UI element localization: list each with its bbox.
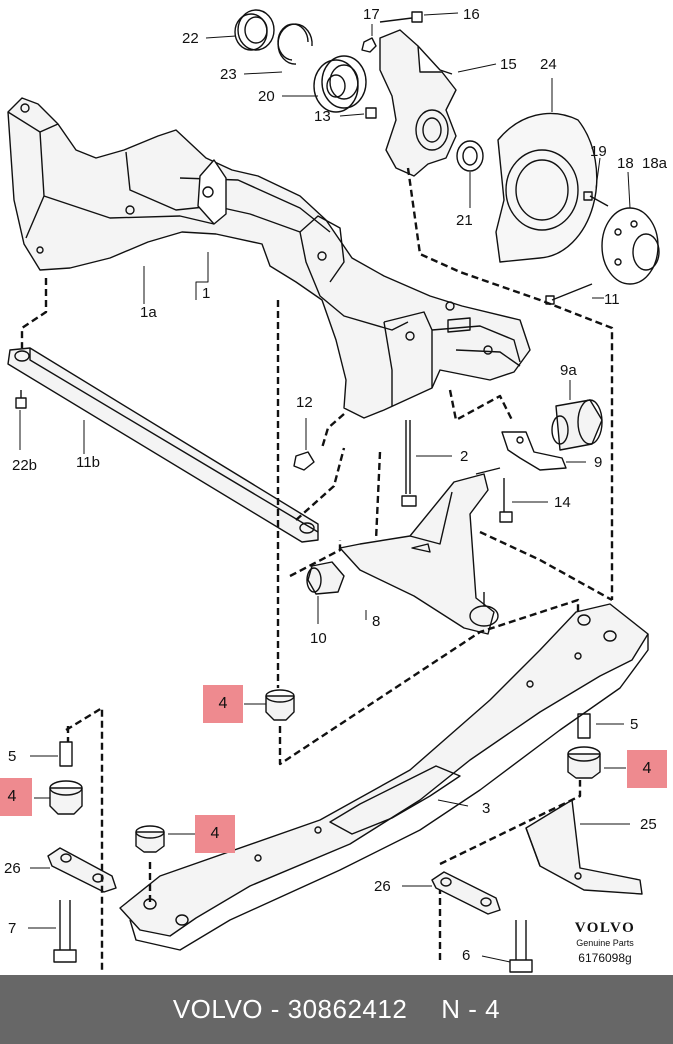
callout-1: 1 xyxy=(202,285,210,302)
callout-6: 6 xyxy=(462,947,470,964)
callout-12: 12 xyxy=(296,394,313,411)
callout-20: 20 xyxy=(258,88,275,105)
spacer-right-5 xyxy=(577,713,591,739)
callout-11: 11 xyxy=(604,291,620,308)
callout-5-left: 5 xyxy=(8,748,16,765)
bolt-14 xyxy=(499,478,513,523)
callout-17: 17 xyxy=(363,6,380,23)
callout-22b: 22b xyxy=(12,457,37,474)
plate-left-26 xyxy=(47,847,117,893)
callout-16: 16 xyxy=(463,6,480,23)
callout-15: 15 xyxy=(500,56,517,73)
callout-22: 22 xyxy=(182,30,199,47)
footer-bar: VOLVO - 30862412 N - 4 xyxy=(0,975,673,1044)
callout-9a: 9a xyxy=(560,362,577,379)
rubber-mount-center-4 xyxy=(135,825,165,853)
callout-1a: 1a xyxy=(140,304,157,321)
callout-10: 10 xyxy=(310,630,327,647)
highlight-4-right: 4 xyxy=(627,750,667,788)
bolt-2 xyxy=(401,420,417,507)
callout-2: 2 xyxy=(460,448,468,465)
highlight-4-center: 4 xyxy=(195,815,235,853)
bolt-16 xyxy=(379,11,423,23)
wheel-bearing-20 xyxy=(313,55,367,113)
volvo-logo: VOLVO xyxy=(574,920,636,936)
bracket-25 xyxy=(525,799,643,895)
drawing-code: 6176098g xyxy=(578,951,632,965)
genuine-parts-label: Genuine Parts xyxy=(576,938,634,948)
support-member-3 xyxy=(119,603,649,951)
front-subframe xyxy=(7,97,531,419)
bracket-9 xyxy=(501,431,567,471)
seal-21 xyxy=(456,140,484,172)
circlip-23 xyxy=(277,23,313,65)
nut-13 xyxy=(365,107,377,119)
callout-24: 24 xyxy=(540,56,557,73)
control-arm-8 xyxy=(339,467,501,635)
hub-18 xyxy=(601,207,660,285)
callout-26-right: 26 xyxy=(374,878,391,895)
cross-bar-11b xyxy=(7,347,319,543)
bushing-9a xyxy=(551,399,603,451)
nut-17 xyxy=(361,37,377,53)
callout-3: 3 xyxy=(482,800,490,817)
steering-knuckle-15 xyxy=(379,29,457,177)
callout-8: 8 xyxy=(372,613,380,630)
bushing-10 xyxy=(306,561,345,595)
callout-13: 13 xyxy=(314,108,331,125)
part-number-text: VOLVO - 30862412 xyxy=(172,994,408,1024)
bolt-7 xyxy=(53,900,77,963)
callout-9: 9 xyxy=(594,454,602,471)
callout-21: 21 xyxy=(456,212,473,229)
plate-right-26 xyxy=(431,871,501,915)
parts-diagram: 22 23 20 17 16 13 15 24 19 18 18a 21 11 … xyxy=(4,6,668,973)
rubber-mount-upper-4 xyxy=(265,689,295,721)
callout-14: 14 xyxy=(554,494,571,511)
bolt-22b xyxy=(15,390,27,409)
leader-lines xyxy=(19,12,631,963)
nut-12 xyxy=(293,451,315,471)
callout-25: 25 xyxy=(640,816,657,833)
highlight-4-left: 4 xyxy=(0,778,32,816)
callout-5-right: 5 xyxy=(630,716,638,733)
splash-shield-24 xyxy=(495,112,598,263)
callout-labels: 22 23 20 17 16 13 15 24 19 18 18a 21 11 … xyxy=(4,6,668,964)
callout-11b: 11b xyxy=(76,454,100,471)
rubber-mount-left-4 xyxy=(49,780,83,815)
callout-19: 19 xyxy=(590,143,607,160)
callout-26-left: 26 xyxy=(4,860,21,877)
page-reference-text: N - 4 xyxy=(441,994,501,1024)
callout-18: 18 xyxy=(617,155,634,172)
bolt-6 xyxy=(509,920,533,973)
seal-22 xyxy=(234,9,275,51)
spacer-left-5 xyxy=(59,741,73,767)
bolt-19 xyxy=(583,191,609,207)
bolt-11 xyxy=(545,283,593,305)
brand-block: VOLVO Genuine Parts 6176098g xyxy=(550,920,660,965)
callout-18a: 18a xyxy=(642,155,668,172)
highlight-4-upper: 4 xyxy=(203,685,243,723)
callout-23: 23 xyxy=(220,66,237,83)
rubber-mount-right-4 xyxy=(567,746,601,779)
assembly-dashed-lines xyxy=(20,167,614,972)
callout-7: 7 xyxy=(8,920,16,937)
